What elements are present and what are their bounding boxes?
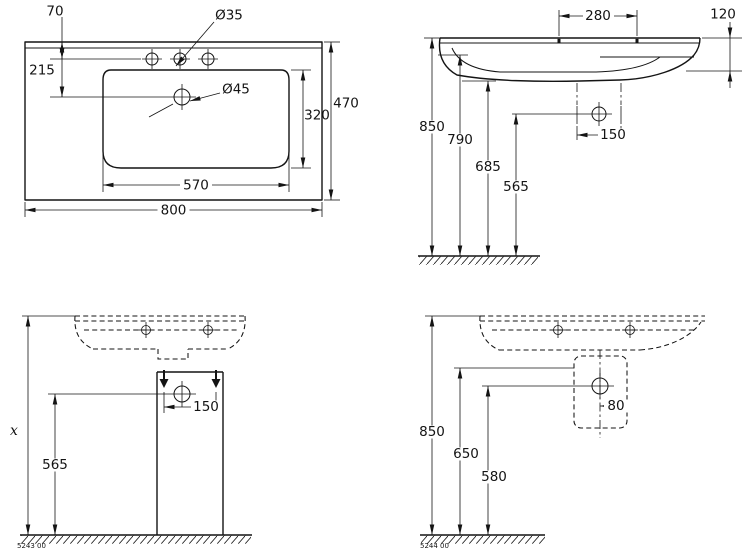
dim-790-label: 790: [447, 132, 473, 148]
dim-850-label: 850: [419, 424, 445, 440]
dim-850-label: 850: [419, 119, 445, 135]
drain-hole: [169, 84, 196, 110]
dim-580-label: 580: [481, 469, 507, 485]
cover-installation-view: 850 650 580 80 5244 00: [416, 315, 705, 550]
wall-fixing-holes: [550, 322, 638, 338]
dim-x-label: x: [10, 423, 18, 439]
floor-hatch: [421, 535, 545, 544]
product-code-5243: 5243 00: [17, 542, 46, 550]
dim-120-label: 120: [710, 7, 736, 23]
dim-650-label: 650: [453, 446, 479, 462]
dim-150-label: 150: [600, 127, 626, 143]
fixing-direction-arrows: [159, 370, 221, 388]
dim-320-label: 320: [304, 108, 330, 124]
product-code-5244: 5244 00: [420, 542, 449, 550]
dim-80-label: 80: [607, 398, 624, 414]
basin-profile: [438, 37, 701, 83]
bowl-outline: [102, 69, 290, 169]
basin-hidden-outline: [479, 315, 705, 351]
floor-hatch: [21, 535, 251, 544]
pedestal-outline: [156, 371, 224, 535]
basin-outline: [24, 41, 323, 201]
dim-280-label: 280: [585, 8, 611, 24]
wall-fixing-holes: [138, 322, 216, 338]
dim-565-label: 565: [503, 179, 529, 195]
front-elevation-view: 280 120 850 790 685 565 150: [416, 7, 742, 265]
dim-70-label: 70: [46, 4, 63, 20]
dim-215-label: 215: [29, 63, 55, 79]
drain-hole: [482, 373, 614, 399]
tap-holes: [142, 49, 218, 69]
drain-leader: [189, 92, 221, 102]
dim-150-label: 150: [193, 399, 219, 415]
dim-800-label: 800: [161, 203, 187, 219]
basin-hidden-outline: [74, 315, 246, 360]
dim-565-label: 565: [42, 457, 68, 473]
dim-470-label: 470: [333, 96, 359, 112]
dim-dia45-label: Ø45: [222, 82, 250, 98]
pedestal-installation-view: x 565 150 5243 00: [10, 315, 252, 550]
taphole-leader: [175, 21, 215, 67]
wall-fixing-hole: [635, 38, 639, 43]
drain-hole: [48, 381, 196, 407]
plan-view: 70 215 Ø35 Ø45 320 470 570 800: [24, 4, 359, 219]
dim-570-label: 570: [183, 178, 209, 194]
dim-dia35-label: Ø35: [215, 8, 243, 24]
wall-fixing-hole: [557, 38, 561, 43]
siphon-cover-outline: [573, 355, 628, 429]
floor-hatch: [419, 256, 538, 265]
dim-685-label: 685: [475, 159, 501, 175]
